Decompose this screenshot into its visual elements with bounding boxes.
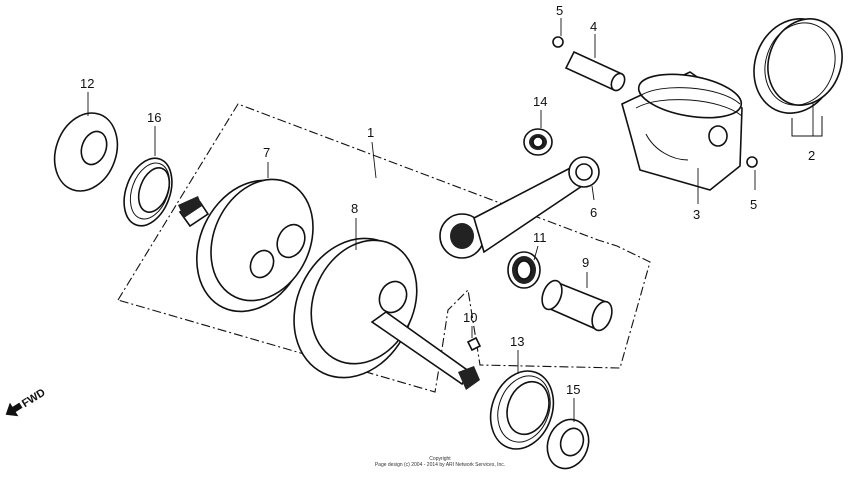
copyright-line-2: Page design (c) 2004 - 2014 by ARI Netwo… xyxy=(374,462,506,468)
small-end-bearing-14[interactable] xyxy=(523,128,553,156)
fwd-indicator: FWD xyxy=(5,387,48,417)
needle-bearing-11[interactable] xyxy=(507,251,541,289)
bearing-16[interactable] xyxy=(115,152,180,233)
piston-rings-2[interactable] xyxy=(741,7,850,137)
callout-3: 3 xyxy=(693,207,700,222)
oil-seal-12[interactable] xyxy=(44,104,128,200)
callout-5-lower: 5 xyxy=(750,197,757,212)
callout-2: 2 xyxy=(808,148,815,163)
callout-12: 12 xyxy=(80,76,94,91)
callout-15: 15 xyxy=(566,382,580,397)
copyright-notice: Copyright Page design (c) 2004 - 2014 by… xyxy=(300,456,580,468)
copyright-line-1: Copyright xyxy=(429,456,451,462)
circlip-5-upper[interactable] xyxy=(552,36,564,48)
piston-3[interactable] xyxy=(621,67,745,191)
piston-pin-4[interactable] xyxy=(564,50,627,93)
crank-web-left-7[interactable] xyxy=(176,162,332,329)
callout-1: 1 xyxy=(367,125,374,140)
callout-14: 14 xyxy=(533,94,547,109)
callout-9: 9 xyxy=(582,255,589,270)
callout-4: 4 xyxy=(590,19,597,34)
leader-lines xyxy=(87,18,814,422)
woodruff-key-10[interactable] xyxy=(466,336,482,352)
callout-5-upper: 5 xyxy=(556,3,563,18)
bearing-13[interactable] xyxy=(480,362,564,458)
callout-10: 10 xyxy=(463,310,477,325)
fwd-arrow-icon xyxy=(5,402,23,417)
connecting-rod-6[interactable] xyxy=(439,156,600,259)
callout-16: 16 xyxy=(147,110,161,125)
oil-seal-15[interactable] xyxy=(541,414,596,475)
fwd-label: FWD xyxy=(20,387,48,410)
callout-11: 11 xyxy=(533,230,547,245)
circlip-5-lower[interactable] xyxy=(746,156,758,168)
callout-6: 6 xyxy=(590,205,597,220)
callout-13: 13 xyxy=(510,334,524,349)
crank-pin-9[interactable] xyxy=(538,278,615,333)
callout-7: 7 xyxy=(263,145,270,160)
callout-8: 8 xyxy=(351,201,358,216)
crank-web-right-8[interactable] xyxy=(272,219,480,398)
